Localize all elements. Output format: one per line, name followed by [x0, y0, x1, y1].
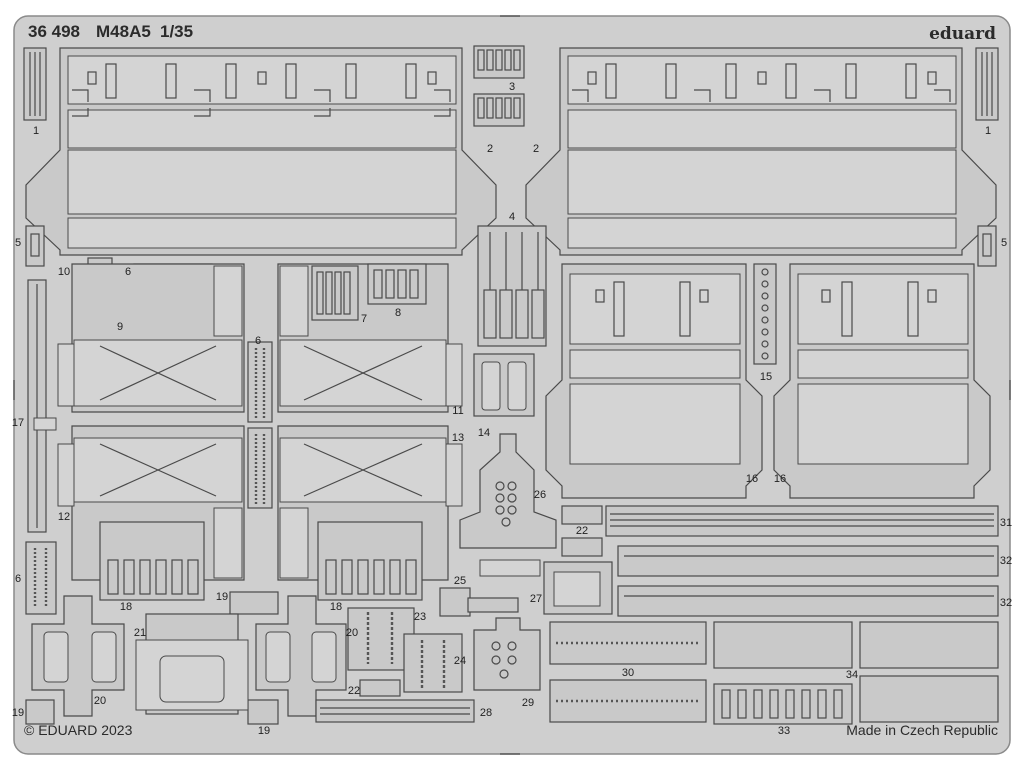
- part-18-right: [317, 521, 423, 601]
- part-5-right: [977, 225, 997, 267]
- part-number-label: 16: [774, 473, 786, 485]
- part-number-label: 24: [454, 655, 466, 667]
- part-number-label: 5: [15, 237, 21, 249]
- part-number-label: 20: [346, 627, 358, 639]
- part-number-label: 19: [258, 725, 270, 737]
- part-number-label: 25: [454, 575, 466, 587]
- part-number-label: 6: [125, 266, 131, 278]
- part-30: [549, 621, 707, 723]
- part-number-label: 28: [480, 707, 492, 719]
- part-number-label: 29: [522, 697, 534, 709]
- part-number-label: 20: [94, 695, 106, 707]
- part-16-left: [545, 263, 763, 499]
- part-number-label: 18: [120, 601, 132, 613]
- part-34: [713, 621, 999, 723]
- part-4: [477, 225, 547, 347]
- part-number-label: 2: [533, 143, 539, 155]
- part-10: [57, 263, 245, 413]
- part-32-upper: [617, 545, 999, 577]
- part-2-left: [25, 47, 497, 256]
- part-19-top: [229, 591, 279, 615]
- part-number-label: 32: [1000, 597, 1012, 609]
- part-number-label: 3: [509, 81, 515, 93]
- part-number-label: 32: [1000, 555, 1012, 567]
- part-6-middle: [247, 341, 273, 509]
- part-number-label: 17: [12, 417, 24, 429]
- part-31: [605, 505, 999, 537]
- part-number-label: 26: [534, 489, 546, 501]
- part-19-bottom: [247, 699, 279, 725]
- part-number-label: 19: [216, 591, 228, 603]
- part-number-label: 22: [348, 685, 360, 697]
- part-27: [543, 561, 613, 615]
- part-number-label: 4: [509, 211, 515, 223]
- part-number-label: 23: [414, 611, 426, 623]
- part-number-label: 18: [330, 601, 342, 613]
- part-22-left: [359, 679, 401, 697]
- part-number-label: 1: [985, 125, 991, 137]
- part-number-label: 31: [1000, 517, 1012, 529]
- part-3: [473, 45, 525, 127]
- part-20-left: [31, 595, 125, 717]
- part-number-label: 21: [134, 627, 146, 639]
- part-26: [459, 433, 557, 577]
- copyright: © EDUARD 2023: [24, 722, 133, 738]
- part-33: [713, 683, 853, 725]
- part-number-label: 15: [760, 371, 772, 383]
- part-number-label: 19: [12, 707, 24, 719]
- part-number-label: 27: [530, 593, 542, 605]
- brand-logo: eduard: [929, 24, 996, 44]
- part-25: [439, 587, 519, 617]
- part-number-label: 34: [846, 669, 858, 681]
- part-7: [311, 265, 359, 321]
- origin: Made in Czech Republic: [846, 722, 998, 738]
- part-5-left: [25, 225, 45, 267]
- part-24: [403, 633, 463, 693]
- part-number-label: 6: [15, 573, 21, 585]
- part-29: [473, 617, 541, 691]
- part-1-left: [23, 47, 47, 121]
- part-22-right: [561, 505, 603, 557]
- part-number-label: 7: [361, 313, 367, 325]
- part-number-label: 1: [33, 125, 39, 137]
- part-16-right: [773, 263, 991, 499]
- frame-gaps: [13, 15, 1011, 755]
- part-15: [753, 263, 777, 365]
- part-number-label: 6: [255, 335, 261, 347]
- part-number-label: 30: [622, 667, 634, 679]
- part-number-label: 2: [487, 143, 493, 155]
- part-32-lower: [617, 585, 999, 617]
- part-28: [315, 699, 475, 723]
- part-14: [473, 353, 535, 417]
- part-number-label: 14: [478, 427, 490, 439]
- model-name: M48A5: [96, 22, 151, 41]
- part-6-left: [25, 541, 57, 615]
- part-number-label: 22: [576, 525, 588, 537]
- part-2-right: [525, 47, 997, 256]
- part-1-right: [975, 47, 999, 121]
- part-number-label: 8: [395, 307, 401, 319]
- part-19-left: [25, 699, 55, 725]
- part-number-label: 11: [452, 405, 463, 417]
- part-number-label: 5: [1001, 237, 1007, 249]
- part-number-label: 12: [58, 511, 70, 523]
- part-number-label: 16: [746, 473, 758, 485]
- part-number-label: 13: [452, 432, 464, 444]
- product-code: 36 498: [28, 22, 80, 41]
- part-20-right: [255, 595, 347, 717]
- part-number-label: 10: [58, 266, 70, 278]
- part-number-label: 9: [117, 321, 123, 333]
- part-number-label: 33: [778, 725, 790, 737]
- part-18-left: [99, 521, 205, 601]
- part-8: [367, 263, 427, 305]
- scale: 1/35: [160, 22, 194, 41]
- part-17: [27, 279, 57, 533]
- part-21: [135, 613, 249, 715]
- part-23: [347, 607, 415, 671]
